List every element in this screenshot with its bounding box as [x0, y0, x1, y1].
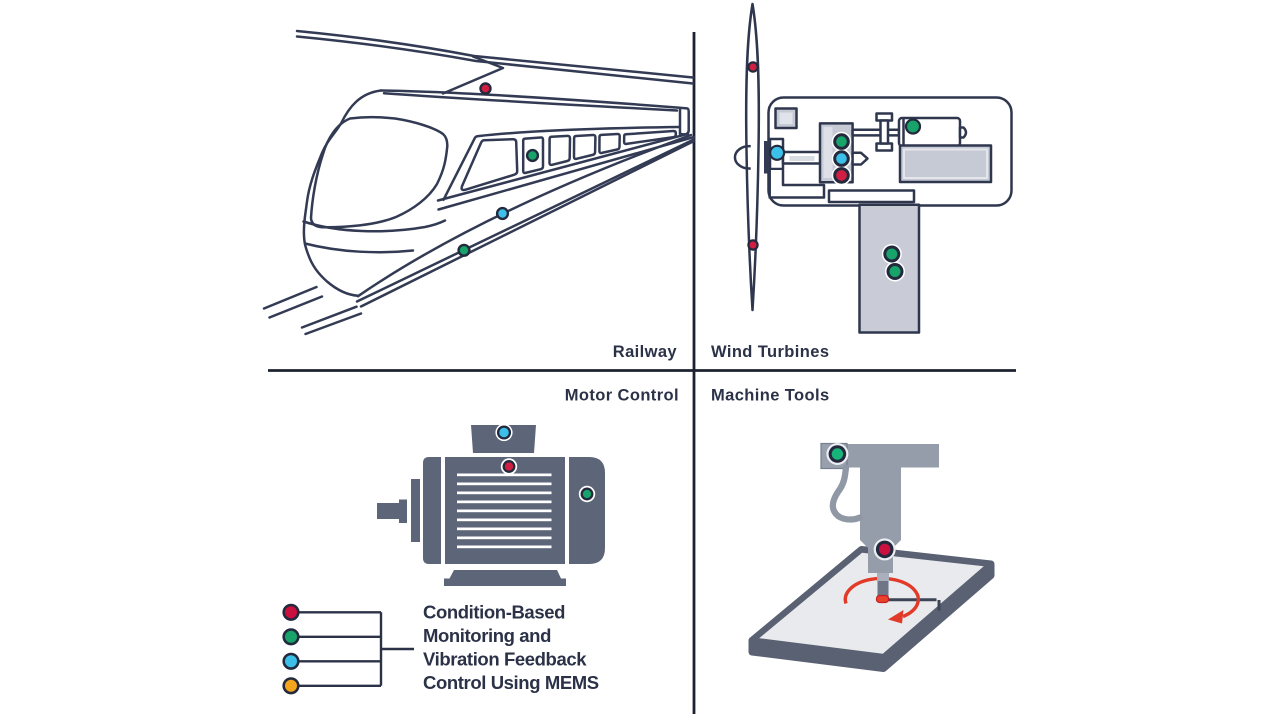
svg-text:Motor Control: Motor Control [565, 387, 679, 405]
svg-text:Wind Turbines: Wind Turbines [711, 343, 829, 361]
svg-text:Control Using MEMS: Control Using MEMS [423, 672, 599, 693]
svg-text:Condition-Based: Condition-Based [423, 602, 565, 623]
svg-text:Monitoring and: Monitoring and [423, 625, 551, 646]
svg-text:Machine Tools: Machine Tools [711, 387, 830, 405]
svg-text:Vibration Feedback: Vibration Feedback [423, 649, 587, 670]
svg-text:Railway: Railway [613, 343, 678, 361]
